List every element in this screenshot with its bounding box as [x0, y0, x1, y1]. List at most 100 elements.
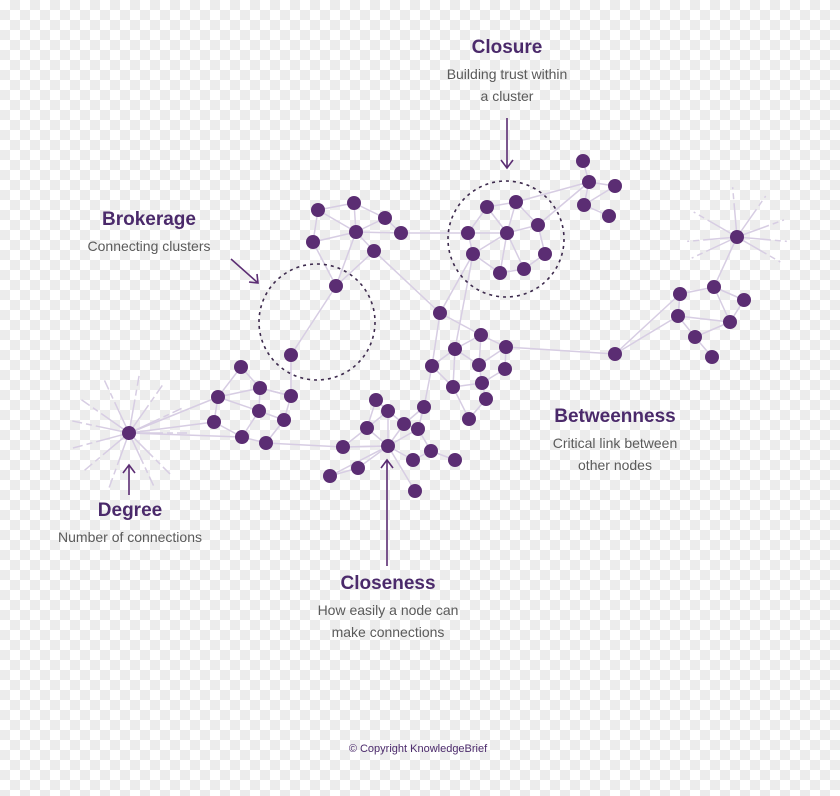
- network-edge: [614, 293, 681, 355]
- degree-label: Degree Number of connections: [58, 500, 202, 548]
- hub-ray: [687, 236, 738, 243]
- degree-ray: [84, 432, 130, 471]
- hub-ray: [736, 236, 781, 263]
- network-node: [602, 209, 616, 223]
- network-node: [480, 200, 494, 214]
- degree-ray: [103, 380, 130, 434]
- network-edge: [217, 396, 260, 412]
- network-node: [424, 444, 438, 458]
- pointer-arrows: [122, 118, 514, 566]
- betweenness-label: Betweenness Critical link between other …: [553, 406, 678, 476]
- network-node: [671, 309, 685, 323]
- network-edge: [677, 315, 731, 323]
- closure-desc-line2: a cluster: [480, 88, 534, 104]
- network-edge: [713, 236, 738, 288]
- degree-ray: [72, 420, 130, 434]
- network-edge: [128, 421, 215, 434]
- closeness-arrow: [380, 458, 394, 566]
- network-node: [234, 360, 248, 374]
- network-node: [499, 340, 513, 354]
- network-edge: [265, 442, 344, 448]
- brokerage-circle: [258, 263, 376, 381]
- network-node: [336, 440, 350, 454]
- closeness-desc-line1: How easily a node can: [317, 602, 459, 618]
- network-node: [538, 247, 552, 261]
- network-node: [608, 179, 622, 193]
- network-node: [737, 293, 751, 307]
- network-node: [509, 195, 523, 209]
- network-edge: [217, 387, 261, 398]
- network-node: [425, 359, 439, 373]
- degree-ray: [128, 432, 171, 475]
- brokerage-desc: Connecting clusters: [87, 238, 211, 254]
- degree-hub-node: [122, 426, 136, 440]
- network-edge: [335, 231, 357, 287]
- network-node: [207, 415, 221, 429]
- network-node: [381, 439, 395, 453]
- network-edge: [128, 396, 219, 434]
- hub-ray: [736, 236, 787, 243]
- network-node: [462, 412, 476, 426]
- network-node: [406, 453, 420, 467]
- network-node: [466, 247, 480, 261]
- network-node: [475, 376, 489, 390]
- network-edge: [342, 445, 389, 448]
- network-node: [277, 413, 291, 427]
- network-node: [252, 404, 266, 418]
- network-edge: [387, 445, 416, 492]
- network-edge: [537, 181, 590, 226]
- network-node: [259, 436, 273, 450]
- network-edge: [431, 312, 441, 367]
- network-edge: [373, 250, 441, 314]
- network-node: [253, 381, 267, 395]
- degree-desc: Number of connections: [58, 529, 202, 545]
- network-node: [446, 380, 460, 394]
- network-node: [493, 266, 507, 280]
- network-edge: [454, 253, 474, 350]
- hub-ray: [736, 195, 767, 238]
- network-node: [517, 262, 531, 276]
- network-edge: [614, 315, 679, 355]
- degree-ray: [128, 375, 140, 434]
- network-node: [211, 390, 225, 404]
- network-node: [730, 230, 744, 244]
- network-node: [498, 362, 512, 376]
- network-node: [479, 392, 493, 406]
- network-node: [351, 461, 365, 475]
- brokerage-label: Brokerage Connecting clusters: [88, 209, 211, 257]
- network-node: [582, 175, 596, 189]
- network-edge: [329, 445, 389, 477]
- hub-ray: [693, 211, 738, 238]
- brokerage-title: Brokerage: [101, 209, 196, 230]
- betweenness-node: [608, 347, 622, 361]
- network-node: [576, 154, 590, 168]
- degree-title: Degree: [97, 500, 163, 521]
- closure-title: Closure: [471, 37, 543, 58]
- network-node: [284, 348, 298, 362]
- closure-desc-line1: Building trust within: [446, 66, 568, 82]
- network-node: [433, 306, 447, 320]
- network-node: [723, 315, 737, 329]
- closure-arrow: [500, 118, 514, 170]
- betweenness-title: Betweenness: [554, 406, 676, 427]
- network-node: [417, 400, 431, 414]
- degree-ray: [72, 432, 130, 449]
- network-node: [394, 226, 408, 240]
- closeness-desc-line2: make connections: [331, 624, 445, 640]
- network-node: [408, 484, 422, 498]
- network-node: [347, 196, 361, 210]
- hub-ray: [736, 219, 785, 238]
- betweenness-desc-line1: Critical link between: [552, 435, 678, 451]
- closeness-title: Closeness: [340, 573, 436, 594]
- copyright-text: © Copyright KnowledgeBrief: [348, 743, 488, 755]
- hub-ray: [691, 236, 738, 259]
- network-node: [577, 198, 591, 212]
- degree-arrow: [122, 463, 136, 495]
- network-node: [688, 330, 702, 344]
- network-node: [707, 280, 721, 294]
- network-node: [306, 235, 320, 249]
- betweenness-desc-line2: other nodes: [578, 457, 652, 473]
- network-node: [474, 328, 488, 342]
- network-edge: [515, 181, 590, 203]
